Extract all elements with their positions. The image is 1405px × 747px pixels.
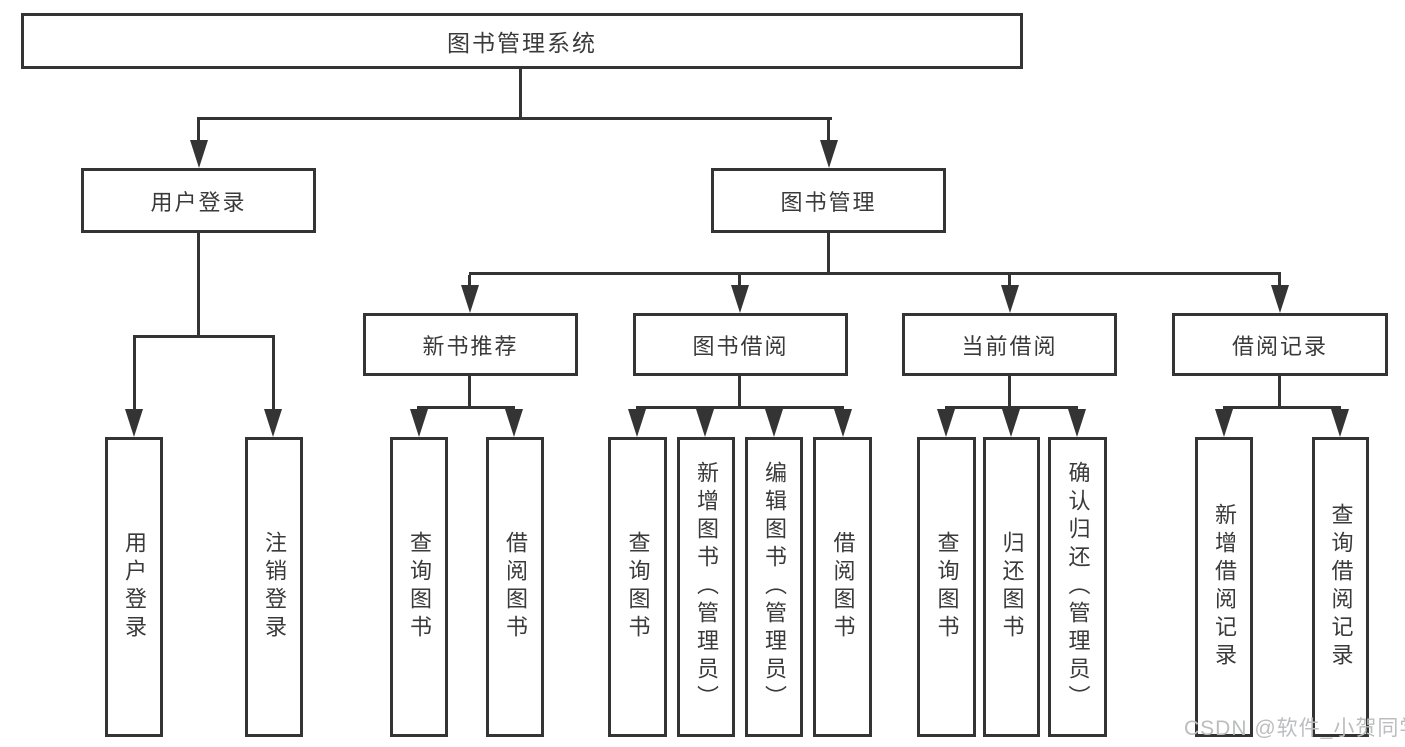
arrow-down-icon xyxy=(264,409,282,437)
connector-stem-new-book xyxy=(468,275,471,285)
arrow-down-icon xyxy=(1001,285,1019,313)
arrow-down-icon xyxy=(1215,409,1233,437)
leaf-query-books-current: 查询图书 xyxy=(917,437,976,737)
connector-currentborrow-rail xyxy=(945,406,1078,409)
leaf-add-borrow-record: 新增借阅记录 xyxy=(1195,437,1253,737)
connector-root-rail xyxy=(197,117,832,120)
arrow-down-icon xyxy=(820,140,838,168)
node-book-management-label: 图书管理 xyxy=(780,189,877,215)
arrow-down-icon xyxy=(1002,409,1020,437)
connector-bookmgmt-rail xyxy=(469,272,1281,275)
leaf-add-book-admin-label: 新增图书（管理员） xyxy=(694,461,719,713)
node-current-borrowing: 当前借阅 xyxy=(902,313,1117,376)
connector-borrowrecords-rail xyxy=(1223,406,1341,409)
arrow-down-icon xyxy=(937,409,955,437)
leaf-query-books-borrowing-label: 查询图书 xyxy=(625,531,651,643)
node-user-login-label: 用户登录 xyxy=(150,189,247,215)
leaf-user-login: 用户登录 xyxy=(105,437,163,737)
leaf-add-book-admin: 新增图书（管理员） xyxy=(677,437,735,737)
connector-stem-borrow-records xyxy=(1278,275,1281,285)
leaf-query-borrow-record-label: 查询借阅记录 xyxy=(1328,503,1354,671)
leaf-query-books-borrowing: 查询图书 xyxy=(608,437,667,737)
connector-stem-user-login xyxy=(197,120,200,140)
connector-newbook-stem xyxy=(468,376,471,409)
leaf-borrow-books-borrowing: 借阅图书 xyxy=(813,437,872,737)
node-current-borrowing-label: 当前借阅 xyxy=(961,333,1058,359)
connector-newbook-rail xyxy=(417,406,515,409)
csdn-watermark: CSDN @软件_小贺同学 xyxy=(1184,717,1405,740)
arrow-down-icon xyxy=(731,285,749,313)
leaf-confirm-return-admin-label: 确认归还（管理员） xyxy=(1065,461,1091,713)
connector-bookborrow-stem xyxy=(738,376,741,409)
leaf-confirm-return-admin: 确认归还（管理员） xyxy=(1048,437,1107,737)
node-user-login: 用户登录 xyxy=(81,168,316,233)
leaf-edit-book-admin: 编辑图书（管理员） xyxy=(745,437,803,737)
node-borrowing-records: 借阅记录 xyxy=(1172,313,1388,376)
connector-userlogin-rail xyxy=(133,335,275,338)
arrow-down-icon xyxy=(1271,285,1289,313)
connector-bookborrow-rail xyxy=(636,406,844,409)
arrow-down-icon xyxy=(696,409,714,437)
leaf-edit-book-admin-label: 编辑图书（管理员） xyxy=(762,461,787,713)
node-new-book-recommend-label: 新书推荐 xyxy=(422,333,519,359)
node-book-management: 图书管理 xyxy=(711,168,946,233)
connector-stem-leaf-logout xyxy=(272,338,275,409)
leaf-user-login-label: 用户登录 xyxy=(122,531,147,643)
leaf-logout: 注销登录 xyxy=(245,437,303,737)
node-library-system-label: 图书管理系统 xyxy=(447,30,597,56)
node-book-borrowing-label: 图书借阅 xyxy=(692,333,789,359)
arrow-down-icon xyxy=(505,409,523,437)
connector-root-stem xyxy=(519,69,522,120)
node-library-system: 图书管理系统 xyxy=(21,13,1023,69)
connector-stem-current-borrow xyxy=(1008,275,1011,285)
connector-stem-book-mgmt xyxy=(827,120,830,140)
leaf-add-borrow-record-label: 新增借阅记录 xyxy=(1212,503,1237,671)
leaf-return-books: 归还图书 xyxy=(983,437,1040,737)
connector-currentborrow-stem xyxy=(1008,376,1011,409)
node-book-borrowing: 图书借阅 xyxy=(633,313,848,376)
connector-stem-leaf-login xyxy=(133,338,136,409)
arrow-down-icon xyxy=(125,409,143,437)
leaf-logout-label: 注销登录 xyxy=(262,531,287,643)
arrow-down-icon xyxy=(834,409,852,437)
arrow-down-icon xyxy=(765,409,783,437)
leaf-query-books-recommend: 查询图书 xyxy=(390,437,448,737)
connector-bookmgmt-stem xyxy=(827,233,830,275)
leaf-borrow-books-borrowing-label: 借阅图书 xyxy=(830,531,856,643)
leaf-query-books-recommend-label: 查询图书 xyxy=(407,531,432,643)
arrow-down-icon xyxy=(628,409,646,437)
arrow-down-icon xyxy=(1068,409,1086,437)
arrow-down-icon xyxy=(1331,409,1349,437)
leaf-query-borrow-record: 查询借阅记录 xyxy=(1312,437,1369,737)
connector-stem-book-borrow xyxy=(738,275,741,285)
arrow-down-icon xyxy=(190,140,208,168)
leaf-borrow-books-recommend: 借阅图书 xyxy=(486,437,544,737)
node-new-book-recommend: 新书推荐 xyxy=(363,313,578,376)
leaf-borrow-books-recommend-label: 借阅图书 xyxy=(503,531,528,643)
connector-borrowrecords-stem xyxy=(1278,376,1281,409)
leaf-query-books-current-label: 查询图书 xyxy=(934,531,960,643)
arrow-down-icon xyxy=(410,409,428,437)
node-borrowing-records-label: 借阅记录 xyxy=(1231,333,1328,359)
connector-userlogin-stem xyxy=(197,233,200,338)
arrow-down-icon xyxy=(461,285,479,313)
leaf-return-books-label: 归还图书 xyxy=(999,531,1025,643)
